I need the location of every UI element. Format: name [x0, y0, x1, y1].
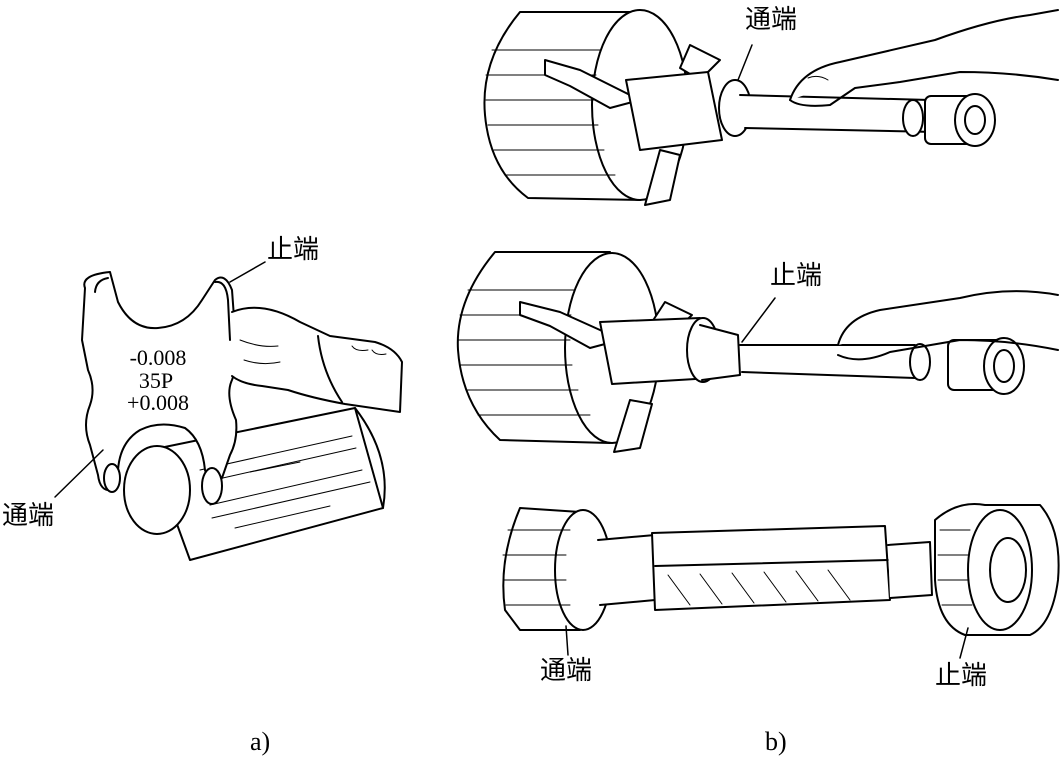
- tolerance-lower-text: +0.008: [127, 390, 189, 415]
- go-end-label-top: 通端: [745, 5, 798, 35]
- caption-a: a): [250, 727, 271, 756]
- tolerance-upper-text: -0.008: [130, 345, 187, 370]
- snap-gauge-figure: -0.008 35P +0.008: [54, 261, 403, 561]
- hand: [231, 306, 403, 413]
- bottom-no-go-leader-line: [959, 627, 969, 659]
- top-go-leader-line: [737, 44, 753, 81]
- no-go-end-label-a: 止端: [267, 235, 320, 265]
- go-end-label-bottom: 通端: [540, 656, 593, 686]
- plug-gauge-figure: [502, 503, 1060, 659]
- no-go-end-label-middle: 止端: [770, 261, 823, 291]
- chuck-no-go-end-figure: [456, 251, 1059, 453]
- chuck-go-end-figure: [483, 9, 1059, 206]
- no-go-end-label-bottom: 止端: [935, 661, 988, 691]
- gauge-size-text: 35P: [139, 368, 173, 393]
- no-go-leader-line: [229, 261, 266, 283]
- shaft: [123, 407, 386, 561]
- go-end-label-a: 通端: [2, 501, 55, 531]
- go-leader-line: [54, 449, 104, 498]
- caption-b: b): [765, 727, 787, 756]
- bottom-go-leader-line: [565, 625, 569, 656]
- snap-gauge-frame: [81, 271, 238, 505]
- middle-no-go-leader-line: [741, 297, 776, 343]
